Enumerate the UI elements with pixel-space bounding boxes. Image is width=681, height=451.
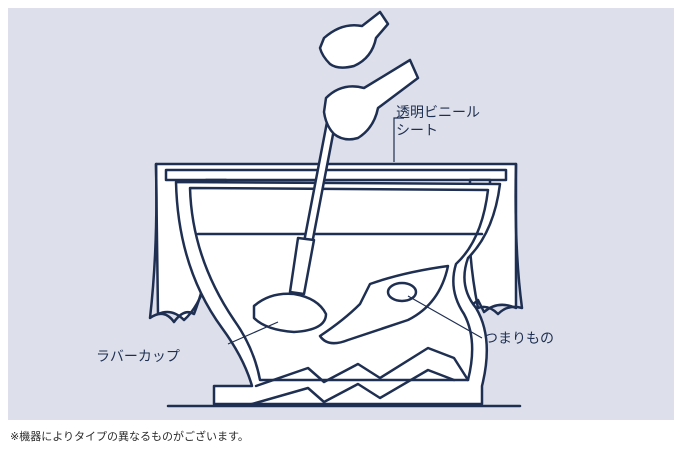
hand-lower [322, 58, 420, 141]
sheet-label: 透明ビニール シート [396, 104, 480, 140]
sheet-label-line1: 透明ビニール [396, 105, 480, 121]
blockage-leader [407, 295, 483, 339]
plunger-label: ラバーカップ [96, 349, 180, 365]
toilet-bowl-inner [188, 186, 490, 382]
plunger-neck [288, 236, 316, 296]
sheet-leader [393, 117, 404, 162]
trap-passage [318, 264, 450, 345]
sheet-drape-left [148, 162, 214, 324]
blockage-label: つまりもの [484, 331, 554, 347]
illustration-panel: 透明ビニール シート つまりもの ラバーカップ [8, 8, 674, 420]
drain-pipe-lower [250, 368, 456, 406]
drain-pipe [254, 346, 470, 388]
toilet-plunger-illustration [148, 10, 524, 408]
sheet-label-line2: シート [396, 123, 438, 139]
plunger-cup [252, 292, 328, 334]
toilet-rim [164, 168, 508, 182]
plunger-leader [227, 321, 279, 345]
sheet-drape-right [468, 162, 524, 316]
footnote: ※機器によりタイプの異なるものがございます。 [10, 430, 249, 443]
hand-upper [318, 10, 390, 69]
